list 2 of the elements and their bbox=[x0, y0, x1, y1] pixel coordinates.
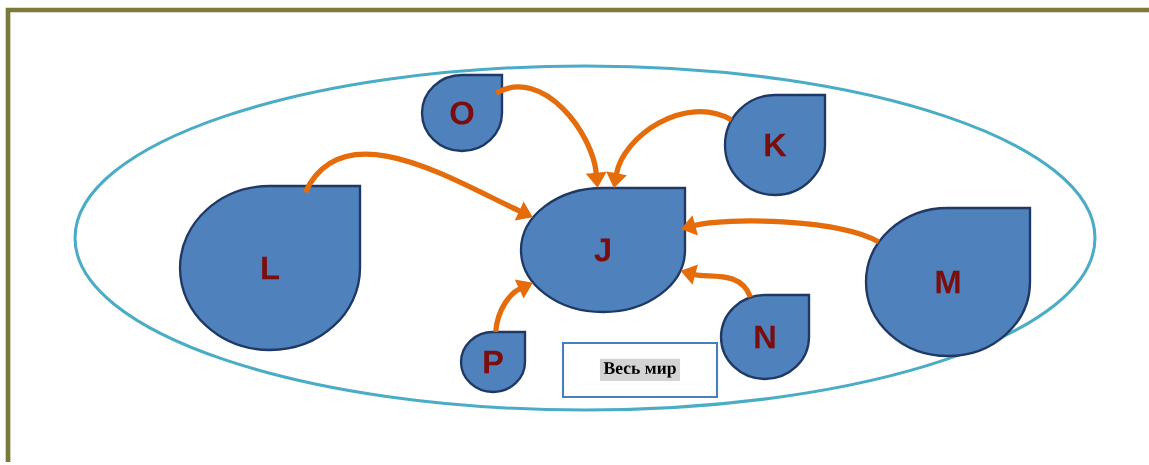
label-box: Весь мир bbox=[561, 341, 719, 399]
world-ellipse bbox=[73, 64, 1097, 412]
